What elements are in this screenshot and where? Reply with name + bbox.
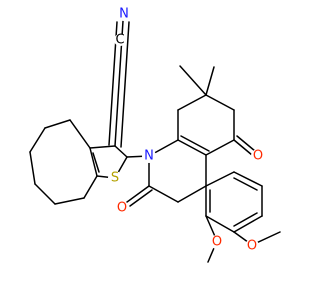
cycloheptane-bond bbox=[69, 119, 91, 149]
atom-ketone-oxygen: O bbox=[253, 149, 263, 164]
atom-label-layer: N C N S O O O O bbox=[108, 7, 265, 254]
atom-thiophene-sulfur: S bbox=[111, 171, 119, 186]
aryl-ring-bond bbox=[233, 171, 263, 187]
atom-ring-nitrogen: N bbox=[144, 149, 154, 164]
atom-methoxy-oxygen-3: O bbox=[247, 239, 257, 254]
atom-nitrile-nitrogen: N bbox=[119, 7, 129, 22]
molecule-structure-drawing: N C N S O O O O bbox=[29, 6, 281, 263]
atom-nitrile-carbon: C bbox=[115, 33, 124, 48]
molecule-svg: N C N S O O O O bbox=[29, 7, 281, 263]
atom-lactam-oxygen: O bbox=[117, 201, 127, 216]
gem-dimethyl-bond bbox=[205, 66, 215, 96]
atom-methoxy-oxygen-2: O bbox=[212, 235, 222, 250]
lactam-double-bond bbox=[126, 185, 150, 203]
ketone-double-bond bbox=[233, 139, 253, 156]
thiophene-bond bbox=[89, 145, 116, 149]
bond-layer bbox=[29, 20, 281, 263]
aryl-attach-bond bbox=[205, 171, 235, 187]
